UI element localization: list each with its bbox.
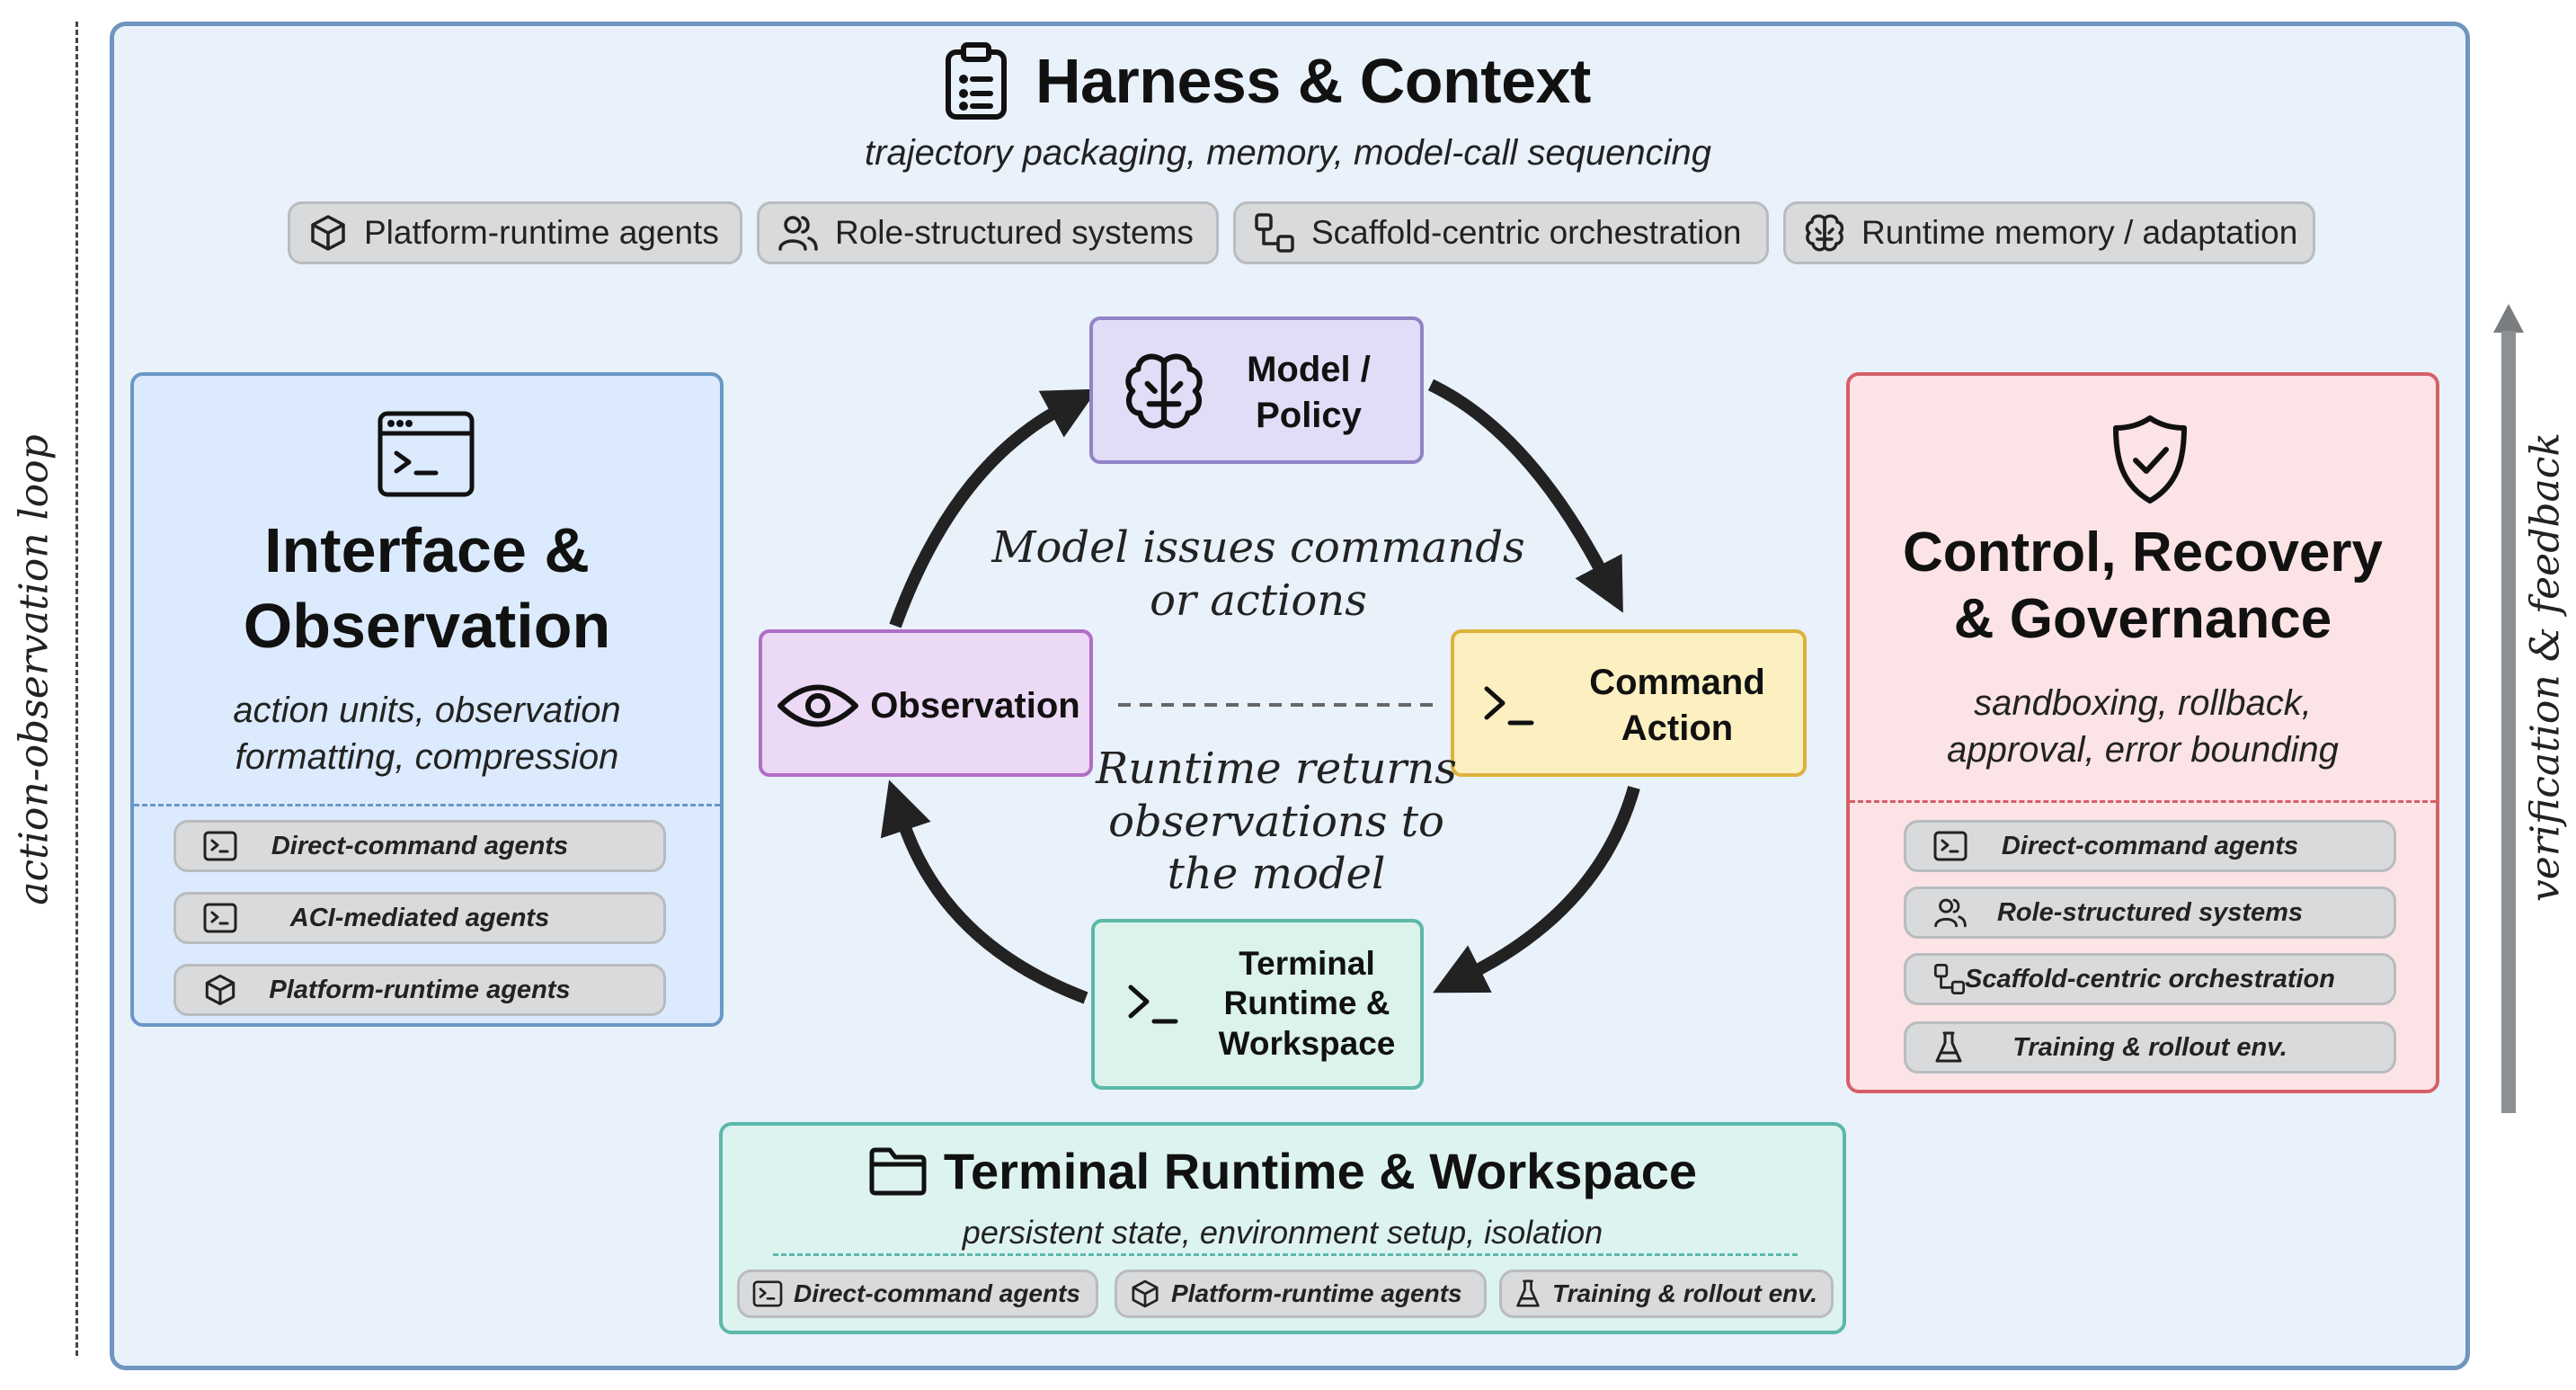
cube-icon bbox=[1130, 1279, 1160, 1309]
interface-title-line2: Observation bbox=[243, 591, 611, 661]
control-chip-direct-command: Direct-command agents bbox=[1904, 820, 2396, 872]
chip-label: Runtime memory / adaptation bbox=[1861, 214, 2298, 251]
interface-title-line1: Interface & bbox=[264, 515, 590, 585]
interface-chip-aci-mediated: ACI-mediated agents bbox=[173, 892, 666, 944]
terminal-line2: Runtime & bbox=[1223, 985, 1390, 1022]
chip-label: Direct-command agents bbox=[2001, 831, 2299, 860]
runtime-chip-training-rollout: Training & rollout env. bbox=[1499, 1270, 1834, 1318]
caption-bottom-line3: the model bbox=[1167, 849, 1386, 900]
command-action-label: Command Action bbox=[1560, 660, 1794, 752]
control-subtitle-line1: sandboxing, rollback, bbox=[1974, 683, 2312, 723]
prompt-icon bbox=[1481, 680, 1537, 735]
chip-label: Platform-runtime agents bbox=[269, 975, 571, 1004]
terminal-icon bbox=[203, 903, 237, 933]
interface-observation-panel: Interface & Observation action units, ob… bbox=[130, 372, 724, 1027]
chip-label: Scaffold-centric orchestration bbox=[1311, 214, 1742, 251]
model-policy-node: Model / Policy bbox=[1089, 316, 1424, 464]
clipboard-icon bbox=[944, 41, 1008, 120]
caption-top-line2: or actions bbox=[1150, 575, 1367, 626]
side-dashed-line bbox=[76, 22, 78, 1356]
terminal-line3: Workspace bbox=[1218, 1024, 1396, 1062]
model-line1: Model / bbox=[1247, 350, 1371, 389]
observation-node: Observation bbox=[759, 629, 1093, 777]
chip-label: Training & rollout env. bbox=[2012, 1032, 2287, 1062]
observation-label: Observation bbox=[870, 686, 1080, 726]
folder-icon bbox=[868, 1146, 928, 1197]
flask-icon bbox=[1515, 1279, 1541, 1309]
brain-icon bbox=[1804, 213, 1845, 253]
harness-header: Harness & Context bbox=[944, 36, 1591, 126]
flask-icon bbox=[1933, 1030, 1964, 1065]
chip-label: Platform-runtime agents bbox=[1171, 1279, 1462, 1307]
chip-label: Direct-command agents bbox=[271, 831, 569, 860]
harness-chip-role-structured: Role-structured systems bbox=[757, 201, 1219, 264]
caption-bottom-line1: Runtime returns bbox=[1096, 744, 1457, 794]
chip-label: Training & rollout env. bbox=[1552, 1279, 1818, 1307]
harness-chip-platform-runtime: Platform-runtime agents bbox=[288, 201, 742, 264]
control-title-line2: & Governance bbox=[1953, 588, 2332, 650]
eye-icon bbox=[777, 680, 859, 736]
chip-label: Role-structured systems bbox=[1996, 897, 2304, 927]
harness-chip-runtime-memory: Runtime memory / adaptation bbox=[1783, 201, 2315, 264]
interface-divider bbox=[134, 804, 720, 806]
terminal-runtime-label: Terminal Runtime & Workspace bbox=[1201, 944, 1413, 1064]
control-chip-training-rollout: Training & rollout env. bbox=[1904, 1021, 2396, 1074]
interface-chip-platform-runtime: Platform-runtime agents bbox=[173, 964, 666, 1016]
harness-title: Harness & Context bbox=[1035, 46, 1591, 116]
runtime-subtitle: persistent state, environment setup, iso… bbox=[962, 1214, 1603, 1251]
cube-icon bbox=[308, 213, 348, 253]
caption-runtime-returns: Runtime returns observations to the mode… bbox=[1043, 743, 1510, 901]
terminal-runtime-panel: Terminal Runtime & Workspace persistent … bbox=[719, 1122, 1846, 1334]
interface-subtitle-line2: formatting, compression bbox=[235, 737, 619, 777]
interface-subtitle-line1: action units, observation bbox=[233, 691, 621, 730]
chip-label: Direct-command agents bbox=[794, 1279, 1080, 1307]
control-subtitle-line2: approval, error bounding bbox=[1947, 730, 2339, 770]
chip-label: Scaffold-centric orchestration bbox=[1964, 964, 2335, 993]
runtime-chip-platform-runtime: Platform-runtime agents bbox=[1115, 1270, 1487, 1318]
caption-model-issues: Model issues commands or actions bbox=[989, 521, 1528, 627]
workflow-icon bbox=[1933, 963, 1966, 995]
model-line2: Policy bbox=[1256, 396, 1362, 436]
verification-arrow bbox=[2493, 304, 2524, 1113]
arrow-model-to-command bbox=[1427, 379, 1623, 613]
arrow-observation-to-model bbox=[889, 388, 1098, 628]
arrow-terminal-to-observation bbox=[880, 780, 1088, 1004]
chip-label: Role-structured systems bbox=[835, 214, 1194, 251]
harness-subtitle: trajectory packaging, memory, model-call… bbox=[865, 133, 1711, 173]
runtime-chip-direct-command: Direct-command agents bbox=[737, 1270, 1098, 1318]
terminal-line1: Terminal bbox=[1239, 945, 1375, 982]
terminal-icon bbox=[1933, 831, 1968, 861]
command-line2: Action bbox=[1621, 708, 1734, 749]
brain-icon bbox=[1122, 351, 1206, 436]
command-action-node: Command Action bbox=[1451, 629, 1807, 777]
terminal-runtime-node: Terminal Runtime & Workspace bbox=[1091, 919, 1424, 1090]
chip-label: ACI-mediated agents bbox=[289, 903, 550, 932]
shield-check-icon bbox=[2110, 414, 2190, 510]
control-chip-role-structured: Role-structured systems bbox=[1904, 887, 2396, 939]
arrow-command-to-terminal bbox=[1433, 786, 1640, 993]
terminal-icon bbox=[203, 831, 237, 861]
interface-chip-direct-command: Direct-command agents bbox=[173, 820, 666, 872]
control-title-line1: Control, Recovery bbox=[1902, 521, 2384, 584]
users-icon bbox=[1933, 896, 1968, 929]
runtime-title: Terminal Runtime & Workspace bbox=[943, 1143, 1698, 1199]
runtime-title-row: Terminal Runtime & Workspace bbox=[723, 1142, 1843, 1200]
control-divider bbox=[1850, 800, 2436, 803]
prompt-icon bbox=[1125, 978, 1181, 1033]
command-line1: Command bbox=[1589, 663, 1765, 702]
model-policy-label: Model / Policy bbox=[1219, 347, 1399, 439]
caption-bottom-line2: observations to bbox=[1108, 796, 1444, 847]
chip-label: Platform-runtime agents bbox=[364, 214, 719, 251]
terminal-icon bbox=[752, 1280, 783, 1307]
caption-top-line1: Model issues commands bbox=[991, 522, 1525, 573]
control-governance-panel: Control, Recovery & Governance sandboxin… bbox=[1846, 372, 2439, 1093]
runtime-divider bbox=[773, 1253, 1798, 1256]
users-icon bbox=[777, 213, 819, 253]
workflow-icon bbox=[1254, 212, 1295, 254]
terminal-window-icon bbox=[377, 410, 475, 503]
cube-icon bbox=[203, 973, 237, 1007]
harness-chip-scaffold-centric: Scaffold-centric orchestration bbox=[1233, 201, 1769, 264]
control-chip-scaffold-centric: Scaffold-centric orchestration bbox=[1904, 953, 2396, 1005]
